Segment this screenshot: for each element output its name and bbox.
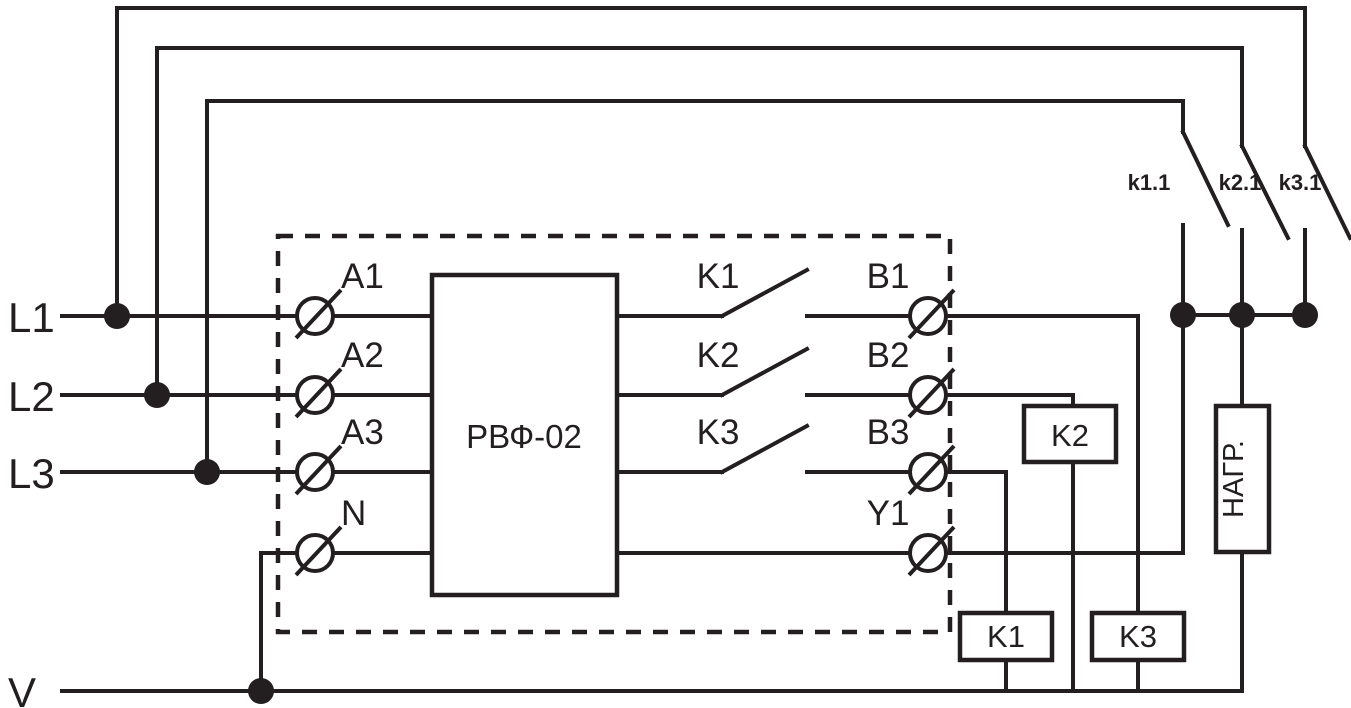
internal-contact-group: K1 K2 K3 <box>615 257 912 555</box>
neutral-return-wire <box>259 551 307 693</box>
contact-k1-blade[interactable] <box>719 267 810 319</box>
junction-dot-l1 <box>104 303 130 329</box>
coil-box-group: K2 K1 K3 <box>957 403 1187 663</box>
terminal-a1-label: A1 <box>341 257 384 296</box>
right-busbar <box>1170 302 1318 693</box>
device-box-group: РВФ-02 <box>429 272 620 598</box>
device-enclosure-boundary <box>275 233 953 635</box>
terminal-b1-label: B1 <box>867 257 910 296</box>
wire-n-to-v <box>259 551 307 693</box>
coil-box-k2 <box>1021 403 1119 465</box>
terminal-b3-label: B3 <box>867 413 910 452</box>
contact-k2-1-label: k2.1 <box>1219 170 1262 195</box>
junction-dot-l2 <box>144 382 170 408</box>
contact-k2-1-blade[interactable] <box>1239 143 1291 241</box>
terminal-b2-slash <box>907 367 956 419</box>
terminal-y1-label: Y1 <box>867 494 910 533</box>
contact-k3-label: K3 <box>697 413 740 452</box>
terminal-b1-slash <box>907 288 956 340</box>
contact-k1-1-blade[interactable] <box>1180 129 1231 228</box>
coil-box-k3-label: K3 <box>1119 619 1157 654</box>
contact-k1-1-label: k1.1 <box>1128 170 1171 195</box>
load-box-label: НАГР. <box>1218 440 1250 518</box>
coil-box-k2-label: K2 <box>1051 418 1089 453</box>
coil-box-k1-label: K1 <box>987 619 1025 654</box>
contact-k2-blade[interactable] <box>719 346 810 398</box>
contact-k3-blade[interactable] <box>719 423 810 475</box>
terminal-b3-slash <box>907 444 956 496</box>
contact-k3-1-label: k3.1 <box>1279 170 1322 195</box>
contact-k3-1-blade[interactable] <box>1302 143 1351 241</box>
terminal-a2-label: A2 <box>341 336 384 375</box>
terminal-b2-label: B2 <box>867 336 910 375</box>
wire-l3-to-k1-1 <box>205 99 1185 474</box>
contact-k1-label: K1 <box>697 257 740 296</box>
device-box-label: РВФ-02 <box>466 418 582 455</box>
terminal-n-label: N <box>341 494 366 533</box>
supply-rail-group: L1 L2 L3 V <box>8 294 1244 708</box>
junction-dot-busbar-mid <box>1229 302 1255 328</box>
power-contact-group: k1.1 k2.1 k3.1 <box>1128 129 1351 317</box>
terminal-n-slash <box>294 525 343 577</box>
coil-box-k3 <box>1089 610 1187 663</box>
terminal-a3-slash <box>294 444 343 496</box>
rail-label-v: V <box>8 669 36 708</box>
wire-b3-to-k1-coil <box>944 470 1008 615</box>
terminal-a1-slash <box>294 288 343 340</box>
output-terminal-group: B1 B2 B3 Y1 <box>805 257 970 577</box>
top-feeder-wires <box>115 6 1307 474</box>
load-box <box>1213 403 1272 555</box>
rail-label-l1: L1 <box>8 294 55 341</box>
rail-label-l2: L2 <box>8 373 55 420</box>
coil-wiring-group <box>944 314 1185 693</box>
junction-dot-busbar-right <box>1292 302 1318 328</box>
rail-label-l3: L3 <box>8 450 55 497</box>
wire-l1-to-k3-1 <box>115 6 1307 318</box>
coil-box-k1 <box>957 610 1055 663</box>
load-box-group: НАГР. <box>1213 403 1272 555</box>
junction-dot-busbar-left <box>1170 302 1196 328</box>
terminal-a3-label: A3 <box>341 413 384 452</box>
wire-b2-to-k2-coil <box>944 393 1075 408</box>
device-box <box>429 272 620 598</box>
contact-k2-label: K2 <box>697 336 740 375</box>
terminal-y1-slash <box>907 525 956 577</box>
wire-l2-to-k2-1 <box>155 46 1244 397</box>
junction-dot-l3 <box>194 459 220 485</box>
input-terminal-group: A1 A2 A3 N <box>294 257 434 577</box>
terminal-a2-slash <box>294 367 343 419</box>
wire-b1-to-k1-coil <box>944 314 1140 615</box>
